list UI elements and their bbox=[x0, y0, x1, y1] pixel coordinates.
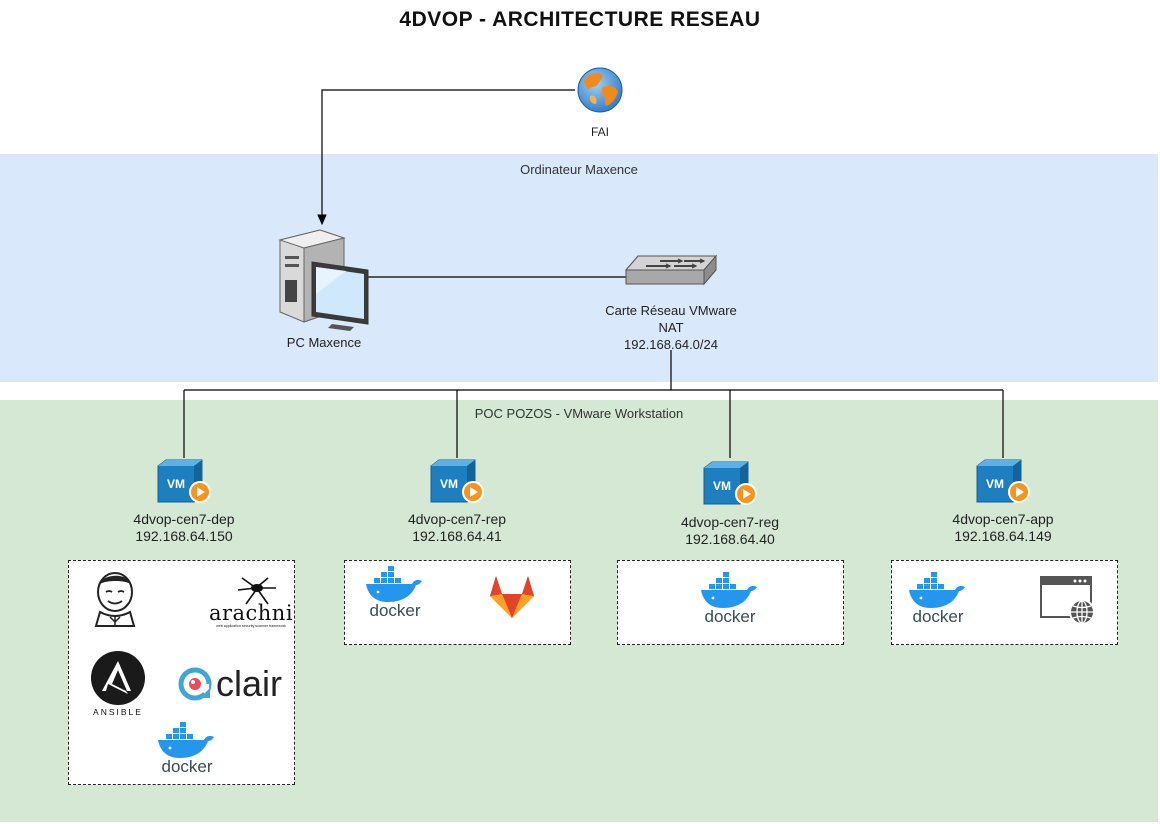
docker-wordmark: docker bbox=[369, 601, 420, 618]
web-app-icon bbox=[1040, 576, 1095, 625]
vm-label-app: 4dvop-cen7-app 192.168.64.149 bbox=[923, 511, 1083, 545]
fai-to-pc-line bbox=[317, 89, 575, 226]
docker-logo-icon: docker bbox=[909, 572, 965, 624]
vm-icon-reg: VM bbox=[703, 461, 757, 505]
vm-label-rep: 4dvop-cen7-rep 192.168.64.41 bbox=[377, 511, 537, 545]
vm-name: 4dvop-cen7-reg bbox=[680, 514, 780, 530]
ansible-wordmark: ANSIBLE bbox=[93, 707, 143, 717]
nic-label: Carte Réseau VMware NAT 192.168.64.0/24 bbox=[586, 302, 756, 353]
zone-ordinateur-maxence-label: Ordinateur Maxence bbox=[520, 162, 638, 177]
gitlab-logo-icon bbox=[490, 576, 534, 618]
vm-ip: 192.168.64.40 bbox=[685, 531, 775, 547]
vm-name: 4dvop-cen7-dep bbox=[133, 511, 235, 527]
nic-label-mode: NAT bbox=[658, 320, 684, 335]
desktop-pc-icon bbox=[278, 229, 369, 331]
fai-label: FAI bbox=[590, 125, 609, 139]
jenkins-logo-icon bbox=[94, 572, 136, 627]
nic-label-name: Carte Réseau VMware bbox=[605, 303, 737, 318]
nic-label-subnet: 192.168.64.0/24 bbox=[624, 337, 718, 352]
ansible-logo-icon: ANSIBLE bbox=[91, 651, 145, 717]
vm-label-reg: 4dvop-cen7-reg 192.168.64.40 bbox=[650, 514, 810, 548]
globe-icon bbox=[577, 67, 623, 113]
clair-logo-icon: clair bbox=[178, 664, 282, 704]
arachni-logo-icon: arachni web application security scanner… bbox=[209, 577, 293, 628]
docker-logo-icon: docker bbox=[701, 572, 757, 624]
vm-badge-text: VM bbox=[440, 477, 458, 491]
vm-badge-text: VM bbox=[986, 477, 1004, 491]
vm-ip: 192.168.64.149 bbox=[954, 528, 1052, 544]
zone-ordinateur-maxence: Ordinateur Maxence bbox=[0, 154, 1158, 382]
arachni-wordmark: arachni bbox=[209, 601, 293, 625]
clair-wordmark: clair bbox=[216, 664, 282, 704]
diagram-title: 4DVOP - ARCHITECTURE RESEAU bbox=[399, 8, 761, 31]
vm-badge-text: VM bbox=[167, 477, 185, 491]
zone-poc-pozos-label: POC POZOS - VMware Workstation bbox=[474, 406, 684, 421]
docker-wordmark: docker bbox=[912, 607, 963, 624]
network-switch-icon bbox=[624, 254, 718, 286]
vm-icon-rep: VM bbox=[430, 459, 484, 503]
vm-name: 4dvop-cen7-rep bbox=[407, 511, 507, 527]
docker-logo-icon: docker bbox=[366, 566, 422, 618]
pc-label: PC Maxence bbox=[286, 335, 362, 350]
vm-name: 4dvop-cen7-app bbox=[952, 511, 1054, 527]
docker-logo-icon: docker bbox=[158, 722, 214, 774]
vm-ip: 192.168.64.41 bbox=[412, 528, 502, 544]
vm-icon-dep: VM bbox=[157, 459, 211, 503]
tools-box-reg bbox=[617, 560, 844, 645]
vm-label-dep: 4dvop-cen7-dep 192.168.64.150 bbox=[104, 511, 264, 545]
arachni-tagline: web application security scanner framewo… bbox=[216, 624, 286, 628]
vm-ip: 192.168.64.150 bbox=[135, 528, 233, 544]
vm-badge-text: VM bbox=[713, 479, 731, 493]
vm-icon-app: VM bbox=[976, 459, 1030, 503]
docker-wordmark: docker bbox=[161, 757, 212, 774]
docker-wordmark: docker bbox=[704, 607, 755, 624]
